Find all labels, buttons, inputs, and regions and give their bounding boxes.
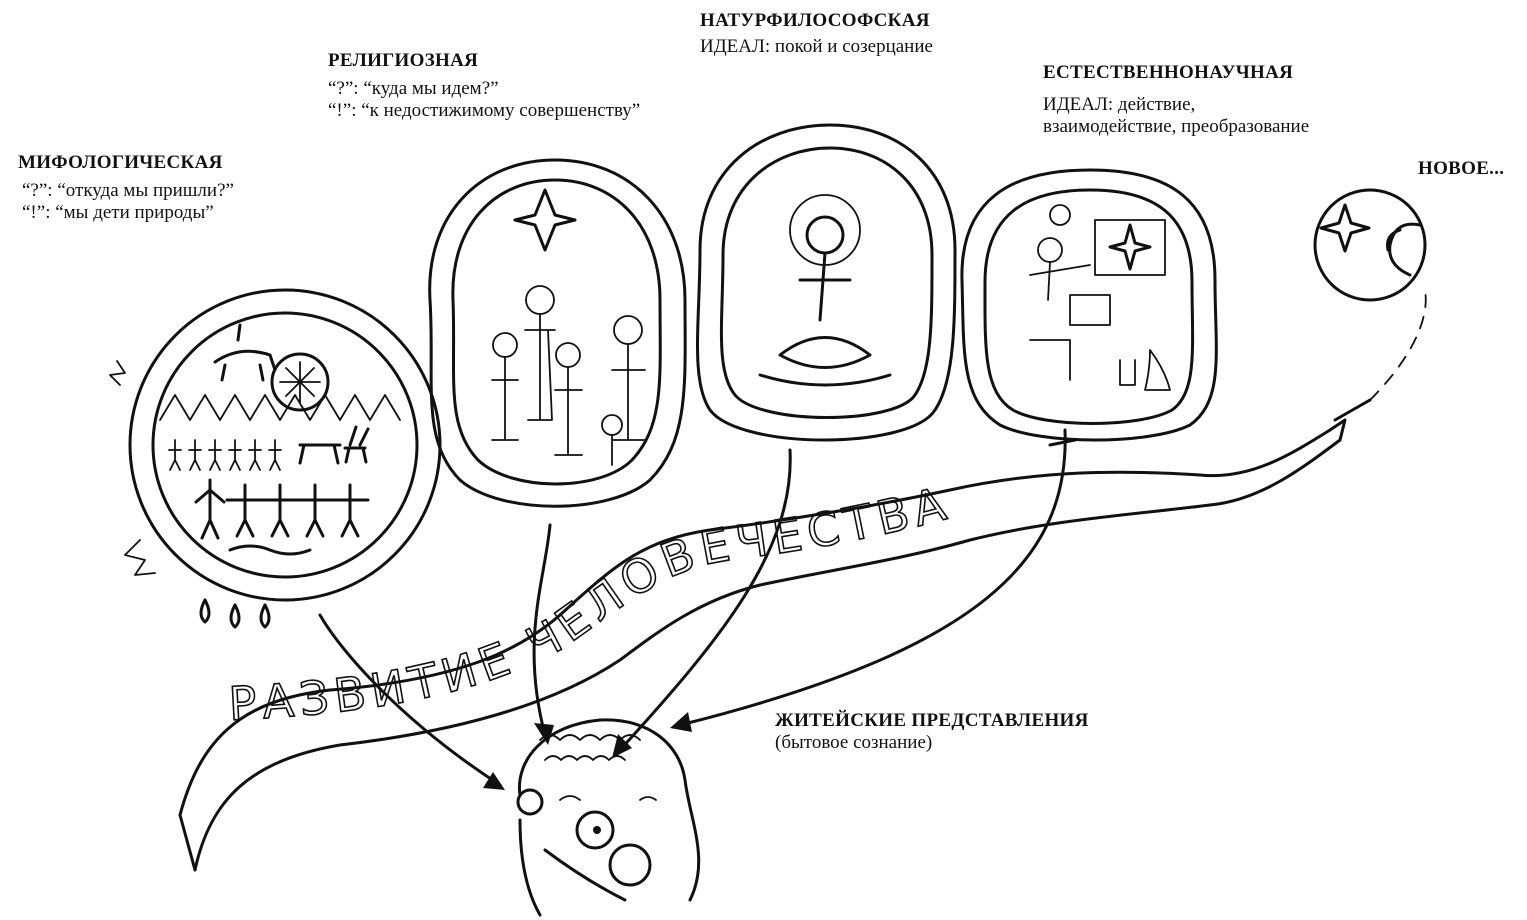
natural-science-title: ЕСТЕСТВЕННОНАУЧНАЯ: [1043, 62, 1309, 84]
natural-science-ideal-line1: ИДЕАЛ: действие,: [1043, 94, 1309, 116]
everyday-label: ЖИТЕЙСКИЕ ПРЕДСТАВЛЕНИЯ (бытовое сознани…: [775, 710, 1089, 754]
everyday-head: [518, 720, 699, 915]
religious-title: РЕЛИГИОЗНАЯ: [328, 50, 640, 72]
ribbon: РАЗВИТИЕ ЧЕЛОВЕЧЕСТВА: [180, 290, 1426, 870]
natural-philosophical-picture: [698, 125, 956, 440]
religious-picture: [430, 160, 686, 506]
religious-answer: “!”: “к недостижимому совершенству”: [328, 100, 640, 122]
new-title: НОВОЕ...: [1418, 158, 1504, 180]
mythological-title: МИФОЛОГИЧЕСКАЯ: [18, 152, 234, 174]
mythological-question: “?”: “откуда мы пришли?”: [18, 180, 234, 202]
everyday-title: ЖИТЕЙСКИЕ ПРЕДСТАВЛЕНИЯ: [775, 710, 1089, 732]
natural-philosophical-label: НАТУРФИЛОСОФСКАЯ ИДЕАЛ: покой и созерцан…: [700, 10, 933, 58]
everyday-subtitle: (бытовое сознание): [775, 732, 1089, 754]
natural-science-picture: [962, 170, 1216, 440]
ribbon-text: РАЗВИТИЕ ЧЕЛОВЕЧЕСТВА: [227, 475, 956, 731]
new-picture: [1315, 190, 1425, 300]
mythological-picture: [110, 290, 440, 627]
mythological-label: МИФОЛОГИЧЕСКАЯ “?”: “откуда мы пришли?” …: [18, 152, 234, 224]
religious-label: РЕЛИГИОЗНАЯ “?”: “куда мы идем?” “!”: “к…: [328, 50, 640, 122]
new-label: НОВОЕ...: [1418, 158, 1504, 180]
religious-question: “?”: “куда мы идем?”: [328, 78, 640, 100]
natural-science-label: ЕСТЕСТВЕННОНАУЧНАЯ ИДЕАЛ: действие, взаи…: [1043, 62, 1309, 138]
mythological-answer: “!”: “мы дети природы”: [18, 202, 234, 224]
natural-philosophical-title: НАТУРФИЛОСОФСКАЯ: [700, 10, 933, 32]
natural-philosophical-ideal: ИДЕАЛ: покой и созерцание: [700, 36, 933, 58]
natural-science-ideal-line2: взаимодействие, преобразование: [1043, 116, 1309, 138]
